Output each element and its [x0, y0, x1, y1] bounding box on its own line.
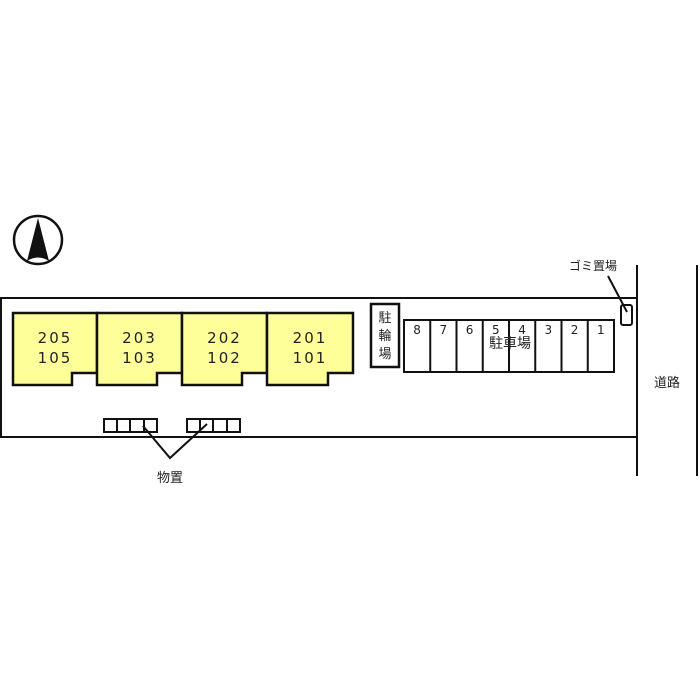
- parking-space-number: 5: [492, 323, 500, 337]
- unit-upper-number: 201: [293, 329, 328, 347]
- parking-space-number: 4: [518, 323, 526, 337]
- parking-space-number: 3: [545, 323, 553, 337]
- unit-upper-number: 202: [207, 329, 242, 347]
- unit-upper-number: 205: [38, 329, 73, 347]
- unit-upper-number: 203: [122, 329, 157, 347]
- road-label: 道路: [654, 375, 680, 391]
- road: [636, 265, 698, 476]
- storage-sheds: [103, 418, 241, 460]
- unit-lower-number: 101: [293, 349, 328, 367]
- parking-space-number: 2: [571, 323, 579, 337]
- lot-boundary: [0, 297, 637, 438]
- parking-space-number: 8: [413, 323, 421, 337]
- garbage-label: ゴミ置場: [569, 258, 617, 273]
- parking-space-number: 1: [597, 323, 605, 337]
- garbage-leader-line: [607, 275, 628, 313]
- parking-space-number: 6: [466, 323, 474, 337]
- bicycle-parking-label-2: 輪: [378, 328, 391, 344]
- unit-lower-number: 103: [122, 349, 157, 367]
- parking-label: 駐車場: [489, 335, 531, 352]
- bicycle-parking-label-1: 駐: [378, 311, 391, 326]
- parking-space-number: 7: [440, 323, 448, 337]
- north-compass-icon: [12, 214, 64, 266]
- garbage-area: [620, 304, 633, 326]
- bicycle-parking: [369, 302, 401, 369]
- unit-lower-number: 105: [38, 349, 73, 367]
- unit-outline: [265, 311, 355, 387]
- bicycle-parking-label-3: 場: [378, 347, 391, 362]
- unit-lower-number: 102: [207, 349, 242, 367]
- storage-label: 物置: [157, 471, 183, 486]
